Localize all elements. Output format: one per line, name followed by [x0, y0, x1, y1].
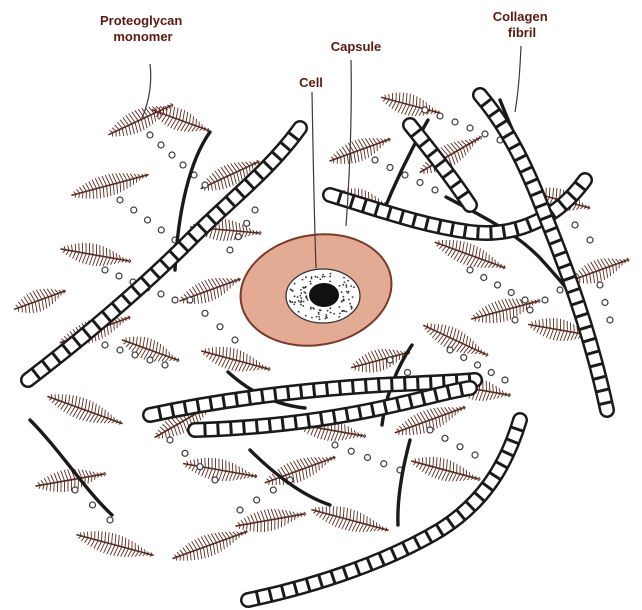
proteoglycan-monomer [176, 269, 245, 312]
proteoglycan-monomer [419, 315, 493, 365]
nucleus [309, 283, 339, 307]
collagen-fibril [248, 420, 523, 604]
proteoglycan-monomer [69, 164, 152, 206]
thin-fiber [30, 420, 112, 515]
link-chain [117, 197, 178, 243]
proteoglycan-monomer [44, 386, 127, 434]
collagen-fibrils [28, 95, 612, 604]
leader-collagen [515, 46, 521, 112]
labels: Proteoglycan monomer Capsule Cell Collag… [100, 9, 551, 90]
proteoglycan-monomer [148, 99, 213, 141]
link-chain [332, 442, 403, 473]
link-chain [467, 267, 528, 303]
link-chain [167, 437, 218, 483]
label-collagen-fibril: Collagen fibril [493, 9, 552, 40]
link-chain [147, 132, 208, 188]
collagen-fibril [28, 128, 300, 380]
label-capsule: Capsule [331, 39, 382, 54]
proteoglycan-monomer [181, 453, 259, 488]
proteoglycan-monomer [309, 499, 392, 541]
link-chain [597, 282, 613, 323]
chondrocyte [232, 223, 401, 358]
proteoglycan-monomer [74, 524, 157, 566]
thin-fiber [398, 440, 410, 525]
proteoglycan-monomer [326, 129, 395, 172]
proteoglycan-monomer [198, 340, 273, 380]
collagen-fibril [410, 125, 470, 205]
proteoglycan-monomer [10, 280, 69, 319]
proteoglycan-monomer [104, 95, 178, 145]
label-proteoglycan-monomer: Proteoglycan monomer [100, 13, 186, 44]
proteoglycan-monomer [59, 238, 133, 272]
proteoglycan-monomer [118, 329, 183, 371]
link-chain [427, 427, 478, 458]
label-cell: Cell [299, 75, 323, 90]
